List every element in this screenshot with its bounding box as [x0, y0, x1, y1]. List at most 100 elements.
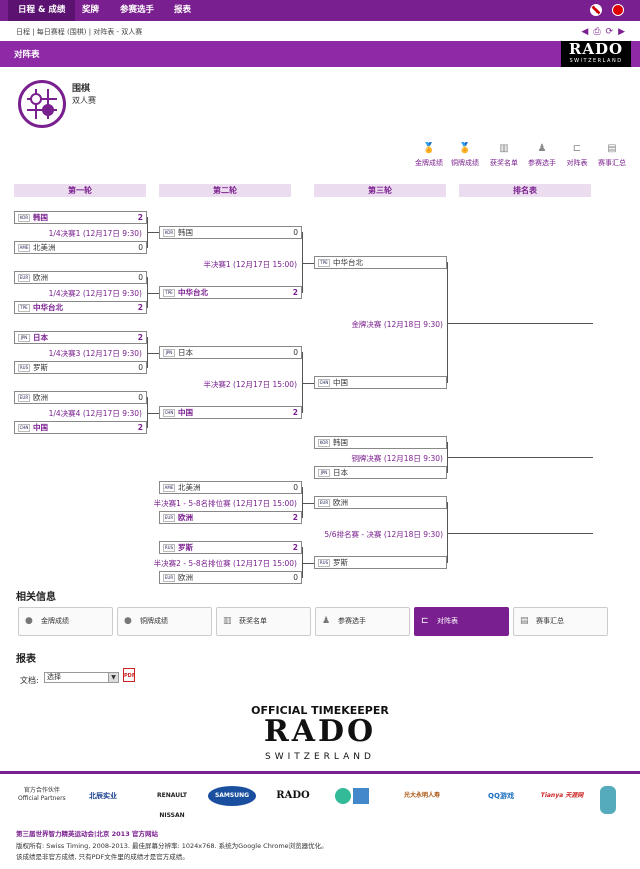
partner-logo[interactable]: Tianya 天涯网: [540, 792, 584, 799]
footer-divider: [0, 771, 640, 774]
tab-participants[interactable]: 参赛选手: [120, 5, 155, 15]
refresh-icon[interactable]: ⟳: [605, 27, 619, 37]
tool-gold-results[interactable]: 🏅金牌成绩: [415, 143, 443, 167]
go-sport-icon: [18, 80, 66, 128]
gold-medal-icon: ●: [25, 616, 33, 626]
tool-summary[interactable]: ▤赛事汇总: [598, 143, 626, 167]
flag-icon: EUR: [318, 499, 330, 507]
bracket-line: [302, 352, 303, 413]
forward-icon[interactable]: ▶: [618, 27, 630, 37]
match-label[interactable]: 半决赛1 (12月17日 15:00): [203, 260, 297, 269]
related-info-heading: 相关信息: [16, 592, 56, 603]
match-label[interactable]: 1/4决赛2 (12月17日 9:30): [48, 289, 142, 298]
match-label[interactable]: 半决赛1 - 5-8名排位赛 (12月17日 15:00): [153, 499, 297, 508]
print-icon[interactable]: ⎙: [593, 27, 606, 37]
partner-logo[interactable]: RADO: [276, 790, 310, 801]
tab-schedule-results[interactable]: 日程 & 成绩: [8, 0, 76, 21]
tool-bracket[interactable]: ⊏对阵表: [566, 143, 588, 167]
tool-bronze-results[interactable]: 🏅铜牌成绩: [451, 143, 479, 167]
bracket-line: [447, 502, 448, 563]
related-bronze-results-button[interactable]: ●铜牌成绩: [117, 607, 212, 636]
page-title: 对阵表: [14, 50, 40, 60]
round-header-3: 第三轮: [314, 184, 446, 197]
related-summary-button[interactable]: ▤赛事汇总: [513, 607, 608, 636]
bracket-icon: ⊏: [572, 143, 582, 154]
partner-logo[interactable]: SAMSUNG: [208, 786, 256, 806]
bracket-line: [147, 413, 159, 414]
page-tool-icons[interactable]: ◀⎙⟳▶: [581, 27, 630, 37]
china-flag-icon[interactable]: [612, 4, 624, 16]
person-icon: ♟: [537, 143, 547, 154]
related-gold-results-button[interactable]: ●金牌成绩: [18, 607, 113, 636]
related-medallists-button[interactable]: ▥获奖名单: [216, 607, 311, 636]
match-label[interactable]: 半决赛2 (12月17日 15:00): [203, 380, 297, 389]
partner-logo[interactable]: 北辰实业: [89, 792, 117, 800]
partner-logo[interactable]: RENAULT NISSAN: [157, 792, 187, 819]
partner-emblem-icon: [353, 788, 369, 804]
bracket-line: [147, 397, 148, 428]
bracket-line: [302, 232, 303, 293]
bronze-medal-icon: ●: [124, 616, 132, 626]
match-label[interactable]: 半决赛2 - 5-8名排位赛 (12月17日 15:00): [153, 559, 297, 568]
footer-copyright: 版权所有: Swiss Timing, 2008-2013. 最佳屏幕分辨率: …: [16, 842, 328, 850]
related-participants-button[interactable]: ♟参赛选手: [315, 607, 410, 636]
document-select[interactable]: 选择▼: [44, 672, 119, 683]
partner-logo[interactable]: QQ游戏: [488, 792, 514, 800]
tool-participants[interactable]: ♟参赛选手: [528, 143, 556, 167]
breadcrumb[interactable]: 日程 | 每日赛程 (围棋) | 对阵表 - 双人赛: [16, 28, 143, 36]
flag-icon: EUR: [18, 274, 30, 282]
partner-logo[interactable]: 光大永明人寿: [403, 792, 440, 799]
event-name: 双人赛: [72, 96, 96, 105]
match-label[interactable]: 1/4决赛3 (12月17日 9:30): [48, 349, 142, 358]
flag-icon: CHN: [18, 424, 30, 432]
footer-site-title[interactable]: 第三届世界智力精英运动会|北京 2013 官方网站: [16, 830, 158, 838]
bracket-line: [147, 232, 159, 233]
bracket-line: [302, 547, 303, 578]
round-header-2: 第二轮: [159, 184, 291, 197]
footer-disclaimer: 该成绩是非官方成绩, 只有PDF文件里的成绩才是官方成绩。: [16, 853, 189, 861]
match-label[interactable]: 铜牌决赛 (12月18日 9:30): [351, 454, 443, 463]
tool-medallists[interactable]: ▥获奖名单: [490, 143, 518, 167]
tab-medals[interactable]: 奖牌: [82, 5, 100, 15]
page-title-bar: 对阵表: [0, 41, 640, 67]
timekeeper-sub: SWITZERLAND: [265, 752, 375, 762]
partner-emblem-icon: [335, 788, 351, 804]
bracket-line: [447, 262, 448, 383]
related-bracket-button[interactable]: ⊏对阵表: [414, 607, 509, 636]
partner-logo[interactable]: [332, 786, 372, 806]
english-flag-icon[interactable]: [590, 4, 602, 16]
match-label[interactable]: 金牌决赛 (12月18日 9:30): [351, 320, 443, 329]
pdf-icon[interactable]: PDF: [123, 668, 135, 682]
match-label[interactable]: 1/4决赛4 (12月17日 9:30): [48, 409, 142, 418]
match-label[interactable]: 5/6排名赛 - 决赛 (12月18日 9:30): [324, 530, 443, 539]
flag-icon: JPN: [18, 334, 30, 342]
match-label[interactable]: 1/4决赛1 (12月17日 9:30): [48, 229, 142, 238]
back-icon[interactable]: ◀: [581, 27, 594, 37]
flag-icon: AME: [18, 244, 30, 252]
bracket-line: [302, 487, 303, 518]
tab-reports[interactable]: 报表: [174, 5, 192, 15]
flag-icon: AME: [163, 484, 175, 492]
